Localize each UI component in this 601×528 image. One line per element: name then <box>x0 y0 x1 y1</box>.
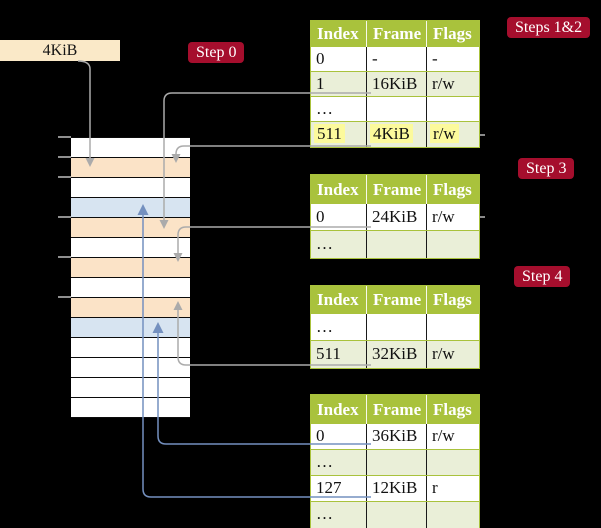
step-0-label: Step 0 <box>188 42 245 63</box>
column-header-index: Index <box>311 175 367 204</box>
cell-flags <box>427 231 478 258</box>
cell-index: 127 <box>311 476 367 501</box>
table-row: 0 - - <box>311 47 479 72</box>
steps-1-2-label: Steps 1&2 <box>507 17 591 38</box>
memory-frame-row <box>71 338 190 358</box>
cell-index: … <box>311 450 367 475</box>
table-header: Index Frame Flags <box>311 395 479 424</box>
column-header-frame: Frame <box>367 175 427 204</box>
table-row: … <box>311 97 479 122</box>
column-header-flags: Flags <box>433 400 472 419</box>
column-header-frame: Frame <box>367 21 427 47</box>
highlight-mark: 511 <box>314 124 345 143</box>
cell-frame <box>367 97 427 121</box>
cell-index: 0 <box>311 47 367 71</box>
arrow-fragment <box>480 216 485 218</box>
table-header: Index Frame Flags <box>311 21 479 47</box>
page-table-4: Index Frame Flags 0 36KiB r/w … 127 12Ki… <box>310 394 480 528</box>
physical-memory-stack <box>71 137 190 418</box>
cell-flags: r/w <box>432 74 455 93</box>
memory-frame-row <box>71 158 190 178</box>
memory-tick <box>58 296 71 298</box>
table-header: Index Frame Flags <box>311 175 479 204</box>
cell-frame: 12KiB <box>367 476 427 501</box>
memory-tick <box>58 156 71 158</box>
cell-frame: 16KiB <box>367 72 427 96</box>
highlight-mark: 4KiB <box>370 124 413 143</box>
cell-index: … <box>311 314 367 340</box>
table-row: … <box>311 502 479 528</box>
cell-frame: 4KiB <box>367 122 427 147</box>
memory-frame-row <box>71 218 190 238</box>
cell-frame: 24KiB <box>367 204 427 230</box>
cell-index: 511 <box>311 122 367 147</box>
table-row: 0 24KiB r/w <box>311 204 479 231</box>
memory-frame-row <box>71 138 190 158</box>
table-row: … <box>311 231 479 258</box>
step-3-label: Step 3 <box>518 158 575 179</box>
cell-frame: 32KiB <box>367 341 427 368</box>
page-table-3: Index Frame Flags … 511 32KiB r/w <box>310 285 480 369</box>
table-row: 1 16KiB r/w <box>311 72 479 97</box>
page-table-1: Index Frame Flags 0 - - 1 16KiB r/w … 51… <box>310 20 480 148</box>
column-header-index: Index <box>311 395 367 424</box>
cell-index: … <box>311 97 367 121</box>
memory-tick <box>58 256 71 258</box>
table-row: 0 36KiB r/w <box>311 424 479 450</box>
cell-frame <box>367 502 427 528</box>
memory-frame-row <box>71 178 190 198</box>
memory-tick <box>58 136 71 138</box>
memory-frame-row <box>71 298 190 318</box>
cell-flags <box>427 97 478 121</box>
column-header-index: Index <box>311 286 367 314</box>
column-header-flags: Flags <box>433 180 472 199</box>
cell-flags <box>427 450 478 475</box>
column-header-frame: Frame <box>367 395 427 424</box>
highlight-mark: r/w <box>430 124 459 143</box>
memory-frame-row <box>71 198 190 218</box>
cell-flags: - <box>432 49 438 68</box>
cell-index: 1 <box>311 72 367 96</box>
cell-index: 0 <box>311 424 367 449</box>
cell-index: 511 <box>311 341 367 368</box>
memory-frame-row <box>71 278 190 298</box>
page-table-2: Index Frame Flags 0 24KiB r/w … <box>310 174 480 259</box>
memory-frame-row <box>71 398 190 418</box>
cell-flags <box>427 314 478 340</box>
cell-flags: r/w <box>432 344 455 363</box>
cell-flags: r <box>432 478 438 497</box>
cell-index: … <box>311 502 367 528</box>
memory-frame-row <box>71 258 190 278</box>
cell-frame <box>367 231 427 258</box>
cell-flags: r/w <box>432 426 455 445</box>
step-4-label: Step 4 <box>514 266 571 287</box>
column-header-frame: Frame <box>367 286 427 314</box>
arrow-fragment <box>480 134 485 136</box>
column-header-flags: Flags <box>433 24 472 43</box>
memory-tick <box>58 216 71 218</box>
memory-frame-row <box>71 358 190 378</box>
memory-frame-row <box>71 318 190 338</box>
memory-tick <box>58 176 71 178</box>
column-header-flags: Flags <box>433 290 472 309</box>
cell-flags: r/w <box>432 207 455 226</box>
cell-frame <box>367 450 427 475</box>
table-header: Index Frame Flags <box>311 286 479 314</box>
table-row: 511 32KiB r/w <box>311 341 479 368</box>
table-row: … <box>311 314 479 341</box>
memory-frame-row <box>71 378 190 398</box>
cell-flags: r/w <box>427 122 478 147</box>
column-header-index: Index <box>311 21 367 47</box>
cell-frame <box>367 314 427 340</box>
frame-size-box: 4KiB <box>0 40 120 61</box>
table-row: … <box>311 450 479 476</box>
cell-frame: 36KiB <box>367 424 427 449</box>
cell-frame: - <box>367 47 427 71</box>
memory-frame-row <box>71 238 190 258</box>
table-row: 127 12KiB r <box>311 476 479 502</box>
table-row-highlighted: 511 4KiB r/w <box>311 122 479 147</box>
cell-index: 0 <box>311 204 367 230</box>
cell-flags <box>427 502 478 528</box>
cell-index: … <box>311 231 367 258</box>
